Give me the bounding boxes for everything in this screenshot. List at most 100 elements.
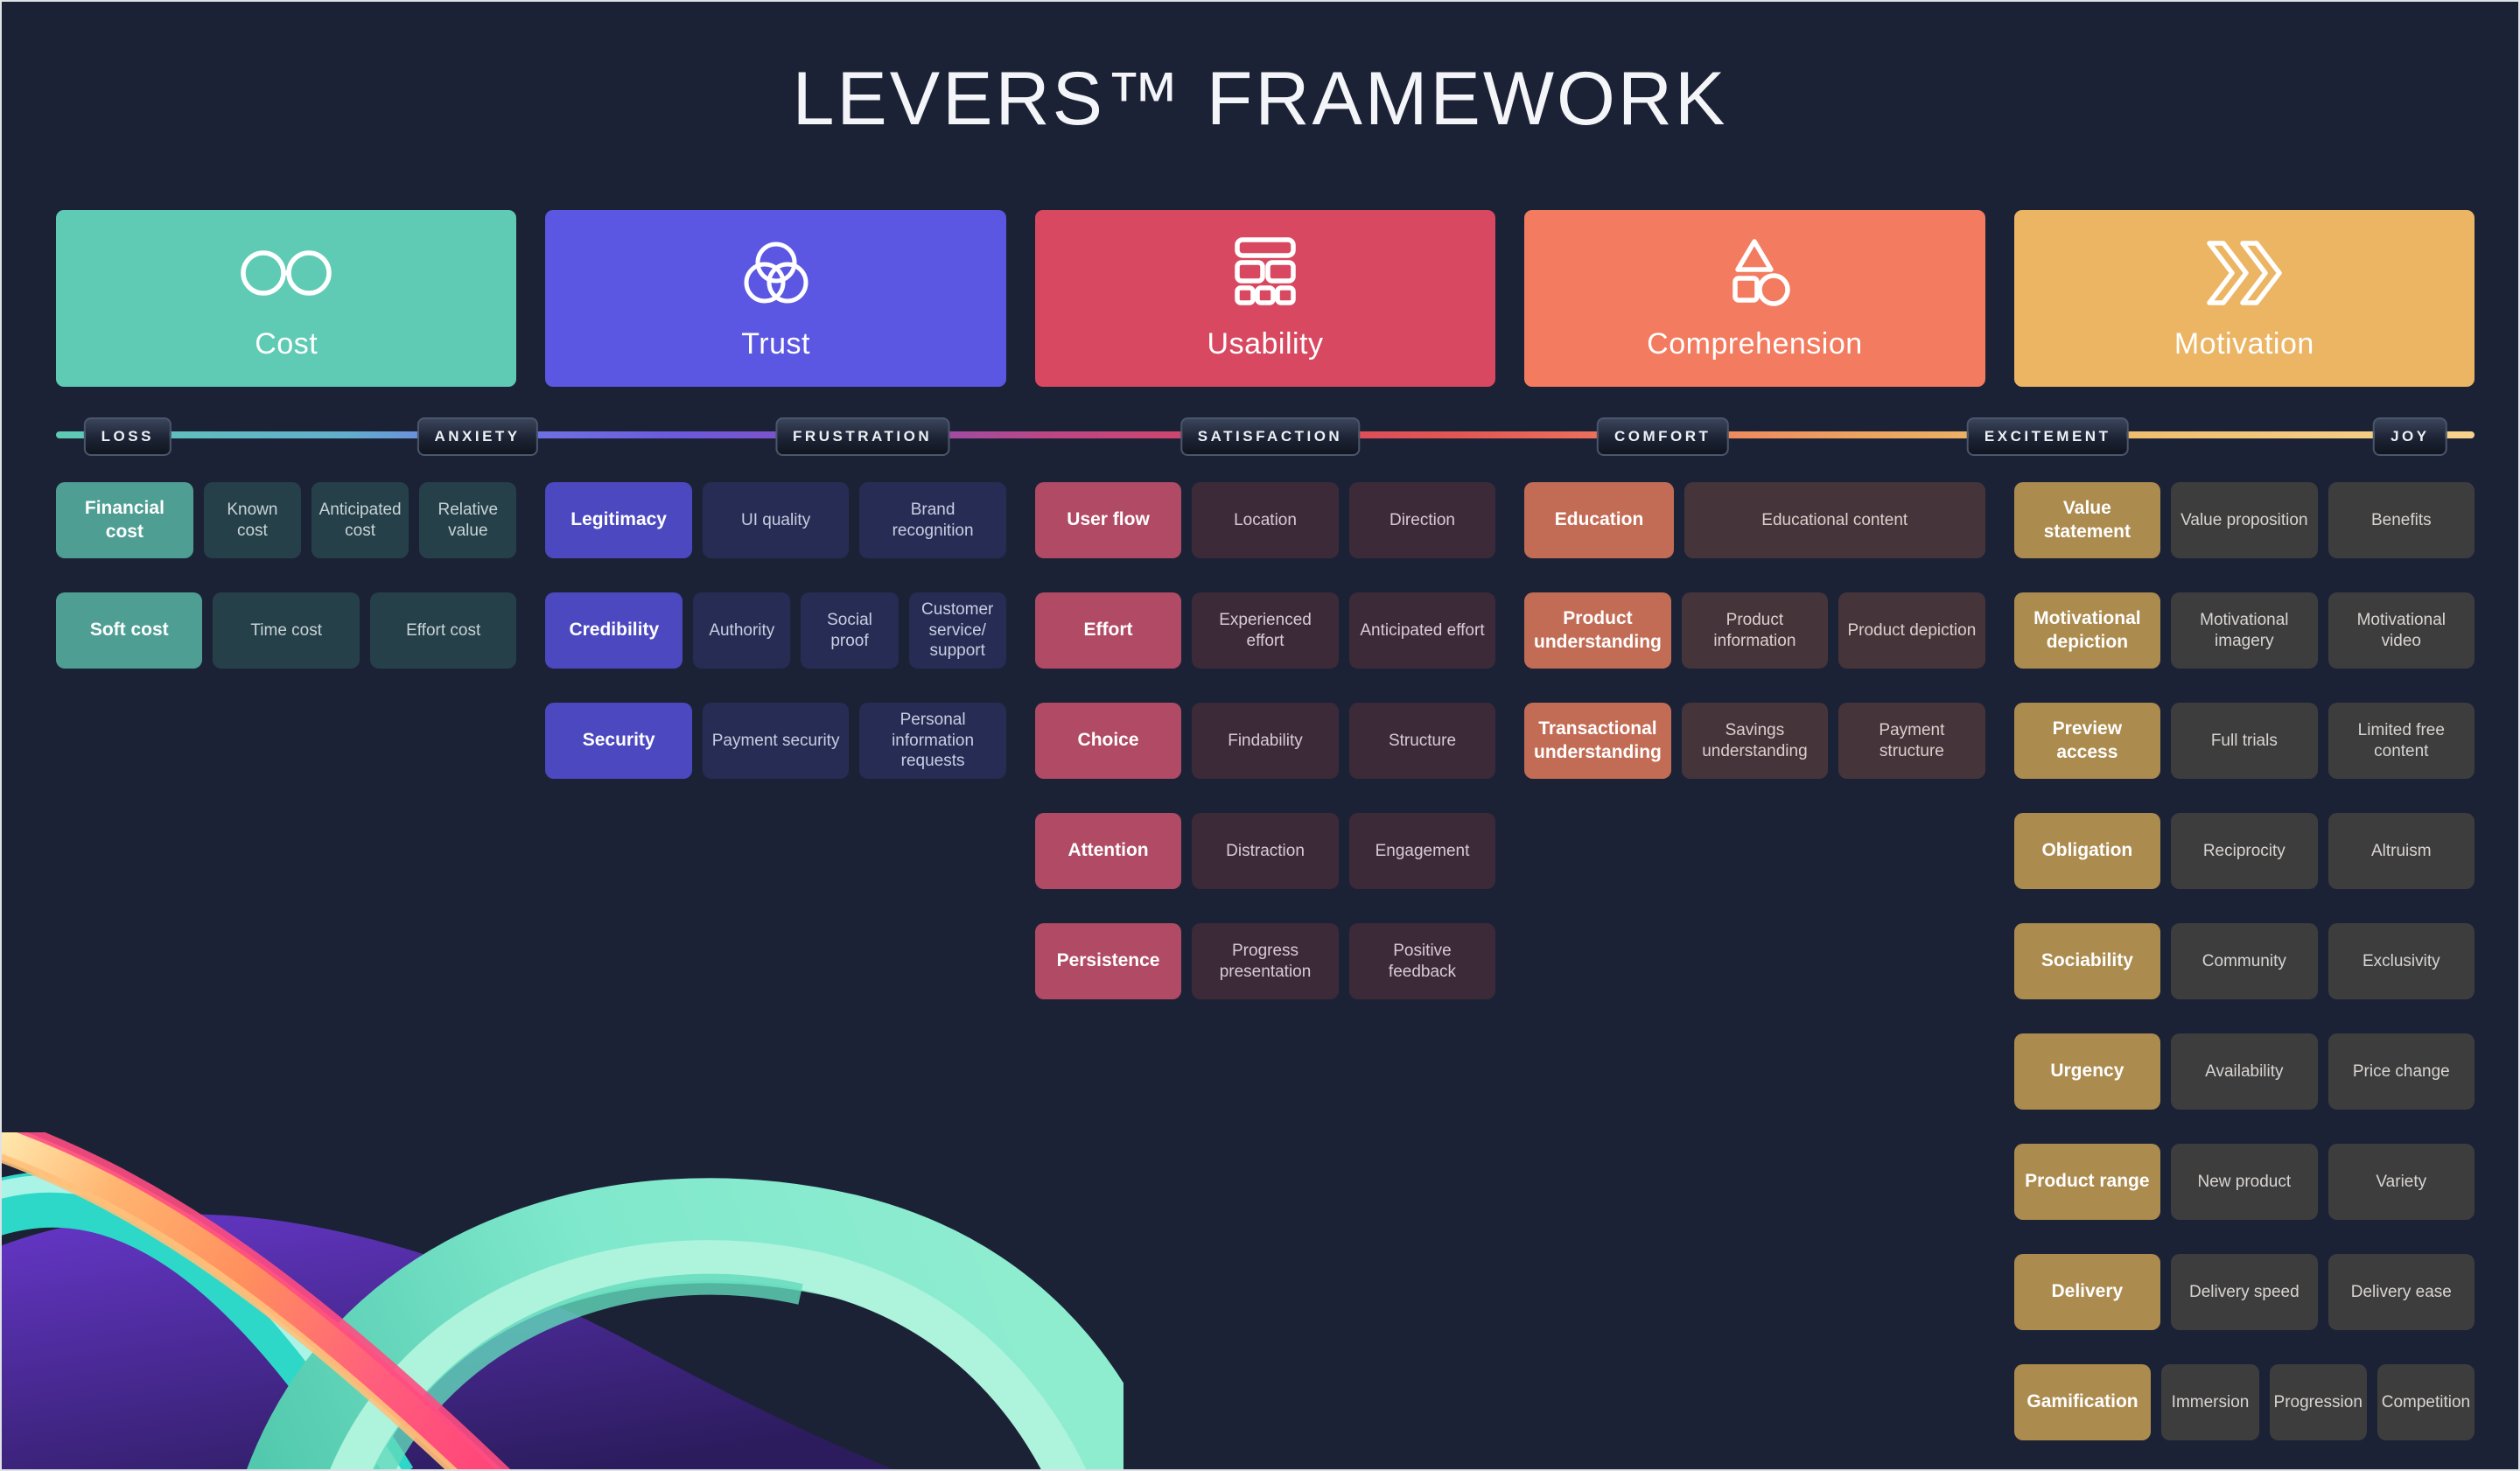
chip-personal-information-requests[interactable]: Personal information requests [859, 703, 1006, 779]
category-card-cost[interactable]: Cost [56, 210, 517, 387]
chip-transactional-understanding[interactable]: Transactional understanding [1524, 703, 1671, 779]
chip-limited-free-content[interactable]: Limited free content [2328, 703, 2475, 779]
timeline-label-joy: JOY [2373, 417, 2447, 456]
chip-full-trials[interactable]: Full trials [2171, 703, 2318, 779]
chip-sociability[interactable]: Sociability [2013, 923, 2161, 999]
chip-engagement[interactable]: Engagement [1348, 813, 1496, 889]
timeline-label-comfort: COMFORT [1596, 417, 1729, 456]
chip-choice[interactable]: Choice [1034, 703, 1182, 779]
chip-payment-security[interactable]: Payment security [702, 703, 850, 779]
chip-payment-structure[interactable]: Payment structure [1838, 703, 1985, 779]
timeline-label-anxiety: ANXIETY [416, 417, 538, 456]
chip-motivational-imagery[interactable]: Motivational imagery [2171, 592, 2318, 669]
chip-educational-content[interactable]: Educational content [1684, 482, 1985, 558]
chip-brand-recognition[interactable]: Brand recognition [859, 482, 1006, 558]
chip-delivery-ease[interactable]: Delivery ease [2328, 1254, 2475, 1330]
chip-distraction[interactable]: Distraction [1192, 813, 1339, 889]
chip-direction[interactable]: Direction [1348, 482, 1496, 558]
chip-reciprocity[interactable]: Reciprocity [2171, 813, 2318, 889]
shapes-icon [1702, 236, 1807, 310]
chip-product-range[interactable]: Product range [2013, 1144, 2161, 1220]
chip-product-depiction[interactable]: Product depiction [1838, 592, 1985, 669]
chip-customer-service-support[interactable]: Customer service/ support [908, 592, 1006, 669]
chip-competition[interactable]: Competition [2376, 1364, 2475, 1440]
chip-attention[interactable]: Attention [1034, 813, 1182, 889]
chip-ui-quality[interactable]: UI quality [702, 482, 850, 558]
timeline-label-frustration: FRUSTRATION [775, 417, 950, 456]
chip-security[interactable]: Security [545, 703, 692, 779]
chip-authority[interactable]: Authority [693, 592, 791, 669]
chip-progression[interactable]: Progression [2269, 1364, 2367, 1440]
chip-availability[interactable]: Availability [2171, 1033, 2318, 1110]
layout-icon [1213, 236, 1318, 310]
chip-savings-understanding[interactable]: Savings understanding [1681, 703, 1829, 779]
chip-motivational-video[interactable]: Motivational video [2328, 592, 2475, 669]
chip-soft-cost[interactable]: Soft cost [56, 592, 203, 669]
chip-persistence[interactable]: Persistence [1034, 923, 1182, 999]
chip-financial-cost[interactable]: Financial cost [56, 482, 193, 558]
chip-experienced-effort[interactable]: Experienced effort [1192, 592, 1339, 669]
chip-delivery[interactable]: Delivery [2013, 1254, 2161, 1330]
chip-progress-presentation[interactable]: Progress presentation [1192, 923, 1339, 999]
chip-urgency[interactable]: Urgency [2013, 1033, 2161, 1110]
chip-obligation[interactable]: Obligation [2013, 813, 2161, 889]
chip-credibility[interactable]: Credibility [545, 592, 683, 669]
chip-findability[interactable]: Findability [1192, 703, 1339, 779]
chip-known-cost[interactable]: Known cost [203, 482, 301, 558]
chip-anticipated-effort[interactable]: Anticipated effort [1348, 592, 1496, 669]
chip-legitimacy[interactable]: Legitimacy [545, 482, 692, 558]
chip-relative-value[interactable]: Relative value [419, 482, 517, 558]
chip-anticipated-cost[interactable]: Anticipated cost [312, 482, 410, 558]
chip-benefits[interactable]: Benefits [2328, 482, 2475, 558]
chip-preview-access[interactable]: Preview access [2013, 703, 2161, 779]
chip-community[interactable]: Community [2171, 923, 2318, 999]
category-title-comprehension: Comprehension [1647, 326, 1863, 361]
chip-product-information[interactable]: Product information [1681, 592, 1829, 669]
chip-social-proof[interactable]: Social proof [801, 592, 899, 669]
chip-gamification[interactable]: Gamification [2013, 1364, 2152, 1440]
chip-effort[interactable]: Effort [1034, 592, 1182, 669]
chip-effort-cost[interactable]: Effort cost [369, 592, 517, 669]
chip-altruism[interactable]: Altruism [2328, 813, 2475, 889]
category-card-comprehension[interactable]: Comprehension [1524, 210, 1985, 387]
chip-price-change[interactable]: Price change [2328, 1033, 2475, 1110]
chip-location[interactable]: Location [1192, 482, 1339, 558]
chip-value-statement[interactable]: Value statement [2013, 482, 2161, 558]
chip-product-understanding[interactable]: Product understanding [1524, 592, 1671, 669]
chip-education[interactable]: Education [1524, 482, 1674, 558]
chip-user-flow[interactable]: User flow [1034, 482, 1182, 558]
chip-time-cost[interactable]: Time cost [213, 592, 360, 669]
category-title-motivation: Motivation [2174, 326, 2314, 361]
decorative-swirl-graphic [2, 1132, 1124, 1469]
chip-positive-feedback[interactable]: Positive feedback [1348, 923, 1496, 999]
chip-immersion[interactable]: Immersion [2161, 1364, 2259, 1440]
chip-new-product[interactable]: New product [2171, 1144, 2318, 1220]
category-card-motivation[interactable]: Motivation [2013, 210, 2475, 387]
category-card-usability[interactable]: Usability [1034, 210, 1496, 387]
chip-structure[interactable]: Structure [1348, 703, 1496, 779]
chip-exclusivity[interactable]: Exclusivity [2328, 923, 2475, 999]
category-card-trust[interactable]: Trust [545, 210, 1006, 387]
chip-variety[interactable]: Variety [2328, 1144, 2475, 1220]
chip-delivery-speed[interactable]: Delivery speed [2171, 1254, 2318, 1330]
chip-value-proposition[interactable]: Value proposition [2171, 482, 2318, 558]
chip-motivational-depiction[interactable]: Motivational depiction [2013, 592, 2161, 669]
